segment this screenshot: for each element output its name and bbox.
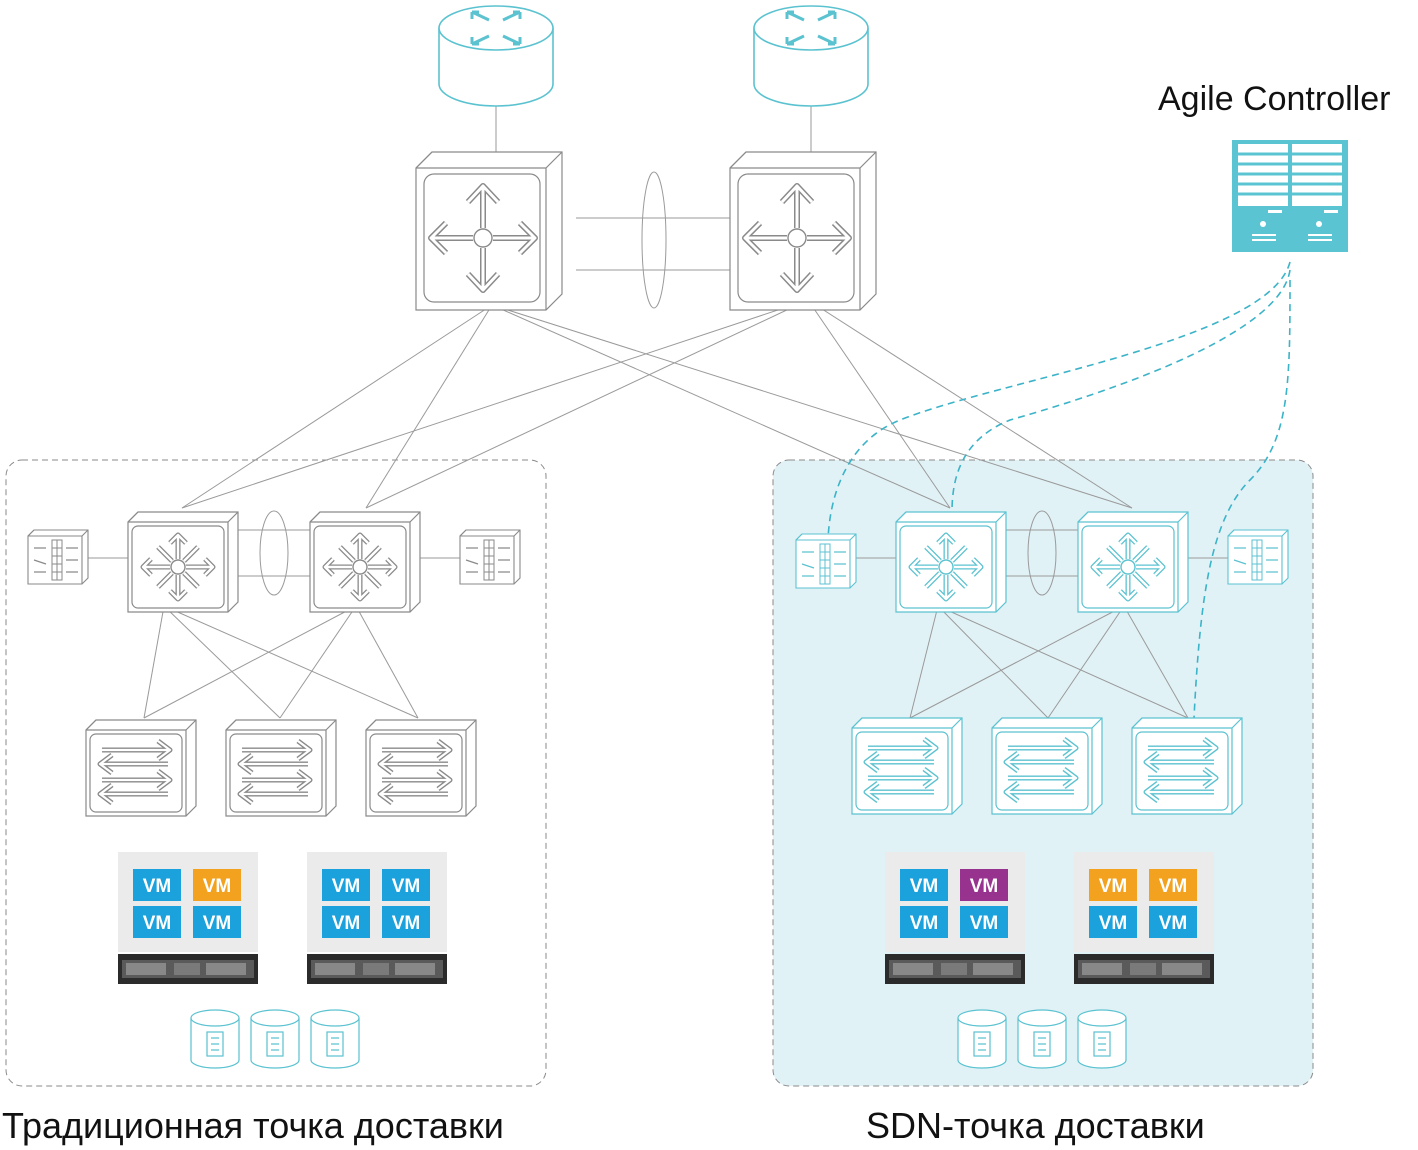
firewall-traditional-right — [459, 529, 521, 585]
svg-text:VM: VM — [332, 876, 361, 897]
firewall-sdn-left — [795, 533, 857, 589]
vm-tile: VM — [193, 869, 241, 901]
svg-text:VM: VM — [910, 876, 939, 897]
access-switch-sdn-1 — [852, 718, 962, 814]
access-switch-traditional-1 — [86, 720, 196, 816]
svg-text:VM: VM — [392, 913, 421, 934]
svg-text:VM: VM — [1099, 913, 1128, 934]
vm-tile: VM — [322, 869, 370, 901]
vm-tile: VM — [1089, 906, 1137, 938]
access-switch-traditional-3 — [366, 720, 476, 816]
traditional-pod-caption: Традиционная точка доставки — [2, 1105, 504, 1146]
storage-traditional — [190, 1009, 360, 1069]
storage-disk-icon — [250, 1009, 300, 1069]
svg-text:VM: VM — [1159, 876, 1188, 897]
vm-tile: VM — [900, 869, 948, 901]
storage-disk-icon — [1077, 1009, 1127, 1069]
aggregation-switch-traditional-left — [128, 512, 238, 612]
storage-disk-icon — [190, 1009, 240, 1069]
access-switch-sdn-3 — [1132, 718, 1242, 814]
svg-text:VM: VM — [970, 913, 999, 934]
firewall-sdn-right — [1227, 529, 1289, 585]
vm-tile: VM — [322, 906, 370, 938]
aggregation-switch-sdn-left — [896, 512, 1006, 612]
vm-tile: VM — [1149, 906, 1197, 938]
svg-text:VM: VM — [1159, 913, 1188, 934]
router-left — [437, 4, 555, 108]
access-switch-traditional-2 — [226, 720, 336, 816]
agile-controller-label: Agile Controller — [1158, 80, 1391, 118]
vm-tile: VM — [960, 906, 1008, 938]
vm-tile: VM — [133, 869, 181, 901]
svg-text:VM: VM — [143, 876, 172, 897]
core-links — [181, 98, 1133, 509]
svg-text:VM: VM — [203, 913, 232, 934]
svg-text:VM: VM — [970, 876, 999, 897]
core-switch-right — [730, 152, 876, 310]
aggregation-switch-traditional-right — [310, 512, 420, 612]
access-switch-sdn-2 — [992, 718, 1102, 814]
traditional-pod-area — [5, 459, 547, 1087]
vm-tile: VM — [1149, 869, 1197, 901]
router-right — [752, 4, 870, 108]
svg-text:VM: VM — [392, 876, 421, 897]
aggregation-switch-sdn-right — [1078, 512, 1188, 612]
storage-disk-icon — [1017, 1009, 1067, 1069]
svg-text:VM: VM — [203, 876, 232, 897]
vm-tile: VM — [382, 869, 430, 901]
vm-tile: VM — [960, 869, 1008, 901]
vm-tile: VM — [1089, 869, 1137, 901]
controller-links — [827, 261, 1291, 719]
vm-tile: VM — [133, 906, 181, 938]
storage-sdn — [957, 1009, 1127, 1069]
vm-tile: VM — [382, 906, 430, 938]
svg-text:VM: VM — [1099, 876, 1128, 897]
svg-text:VM: VM — [910, 913, 939, 934]
agile-controller-server-icon — [1232, 140, 1348, 252]
vm-tile: VM — [900, 906, 948, 938]
sdn-pod-caption: SDN-точка доставки — [866, 1105, 1205, 1146]
storage-disk-icon — [310, 1009, 360, 1069]
storage-disk-icon — [957, 1009, 1007, 1069]
core-switch-left — [416, 152, 562, 310]
firewall-traditional-left — [27, 529, 89, 585]
pod-links — [88, 510, 1230, 719]
svg-text:VM: VM — [143, 913, 172, 934]
vm-tile: VM — [193, 906, 241, 938]
svg-text:VM: VM — [332, 913, 361, 934]
